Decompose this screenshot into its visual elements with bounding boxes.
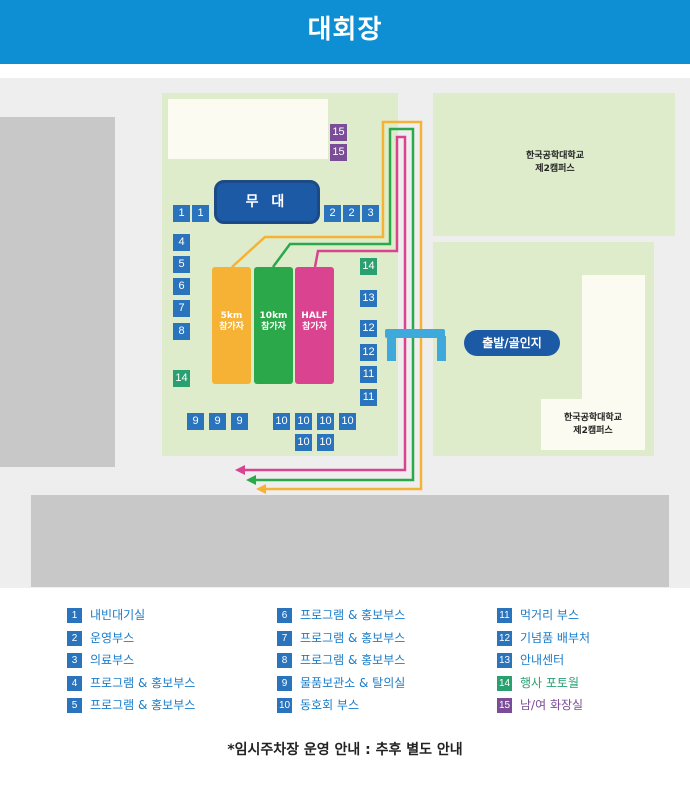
corral-half-label: HALF 참가자 — [301, 311, 328, 332]
gate-post-right — [437, 336, 446, 361]
booth-marker: 14 — [173, 370, 190, 387]
corral-10km-label: 10km 참가자 — [259, 311, 288, 332]
legend-label: 안내센터 — [520, 653, 565, 667]
legend-number: 5 — [67, 698, 82, 713]
booth-marker: 10 — [295, 434, 312, 451]
booth-marker: 7 — [173, 300, 190, 317]
legend-label: 내빈대기실 — [90, 608, 146, 622]
legend-number: 6 — [277, 608, 292, 623]
booth-marker: 5 — [173, 256, 190, 273]
legend-label: 물품보관소 & 탈의실 — [300, 675, 406, 690]
building-bottom — [31, 495, 669, 587]
legend-label: 행사 포토월 — [520, 675, 580, 690]
booth-marker: 2 — [343, 205, 360, 222]
legend-label: 의료부스 — [90, 653, 135, 667]
legend-label: 프로그램 & 홍보부스 — [90, 698, 196, 712]
booth-marker: 1 — [173, 205, 190, 222]
booth-marker: 9 — [231, 413, 248, 430]
legend-label: 먹거리 부스 — [520, 608, 580, 622]
legend-number: 1 — [67, 608, 82, 623]
campus-block-top — [433, 93, 675, 236]
legend-label: 프로그램 & 홍보부스 — [300, 608, 406, 622]
booth-marker: 12 — [360, 320, 377, 337]
booth-marker: 14 — [360, 258, 377, 275]
legend-label: 프로그램 & 홍보부스 — [90, 675, 196, 690]
booth-marker: 10 — [339, 413, 356, 430]
booth-marker: 9 — [187, 413, 204, 430]
booth-marker: 11 — [360, 389, 377, 406]
page-title: 대회장 — [307, 15, 383, 45]
legend-number: 3 — [67, 653, 82, 668]
legend-label: 프로그램 & 홍보부스 — [300, 630, 406, 645]
booth-marker: 10 — [273, 413, 290, 430]
booth-marker: 9 — [209, 413, 226, 430]
stage-label: 무 대 — [245, 194, 289, 210]
legend-number: 15 — [497, 698, 512, 713]
gate-post-left — [387, 336, 396, 361]
legend-number: 11 — [497, 608, 512, 623]
stage: 무 대 — [214, 180, 320, 224]
booth-marker: 8 — [173, 323, 190, 340]
legend-label: 남/여 화장실 — [520, 698, 584, 712]
booth-marker: 15 — [330, 144, 347, 161]
corral-5km-label: 5km 참가자 — [219, 311, 244, 332]
corral-10km: 10km 참가자 — [254, 267, 293, 384]
booth-marker: 6 — [173, 278, 190, 295]
legend-label: 운영부스 — [90, 630, 135, 645]
booth-marker: 4 — [173, 234, 190, 251]
legend-number: 7 — [277, 630, 292, 646]
campus-label-top: 한국공학대학교 제2캠퍼스 — [526, 151, 584, 174]
field-structure — [168, 99, 328, 159]
legend-number: 8 — [277, 653, 292, 668]
start-finish-gate — [385, 329, 445, 338]
legend-number: 4 — [67, 675, 82, 691]
legend-label: 프로그램 & 홍보부스 — [300, 653, 406, 667]
booth-marker: 12 — [360, 344, 377, 361]
campus-label-bottom: 한국공학대학교 제2캠퍼스 — [564, 413, 622, 436]
booth-marker: 10 — [317, 434, 334, 451]
booth-marker: 15 — [330, 124, 347, 141]
start-finish-label: 출발/골인지 — [464, 330, 560, 356]
corral-half: HALF 참가자 — [295, 267, 334, 384]
booth-marker: 1 — [192, 205, 209, 222]
legend-number: 13 — [497, 653, 512, 668]
legend-label: 동호회 부스 — [300, 698, 360, 712]
legend-number: 2 — [67, 630, 82, 646]
booth-marker: 3 — [362, 205, 379, 222]
legend-number: 9 — [277, 675, 292, 691]
corral-5km: 5km 참가자 — [212, 267, 251, 384]
booth-marker: 11 — [360, 366, 377, 383]
header-bar: 대회장 — [0, 0, 690, 64]
legend-number: 14 — [497, 675, 512, 691]
legend-label: 기념품 배부처 — [520, 630, 591, 645]
legend-number: 10 — [277, 698, 292, 713]
booth-marker: 10 — [317, 413, 334, 430]
booth-marker: 2 — [324, 205, 341, 222]
booth-marker: 10 — [295, 413, 312, 430]
parking-notice: *임시주차장 운영 안내 : 추후 별도 안내 — [227, 742, 463, 758]
booth-marker: 13 — [360, 290, 377, 307]
legend-number: 12 — [497, 630, 512, 646]
building-left — [0, 117, 115, 467]
campus-building-wing — [541, 399, 645, 450]
